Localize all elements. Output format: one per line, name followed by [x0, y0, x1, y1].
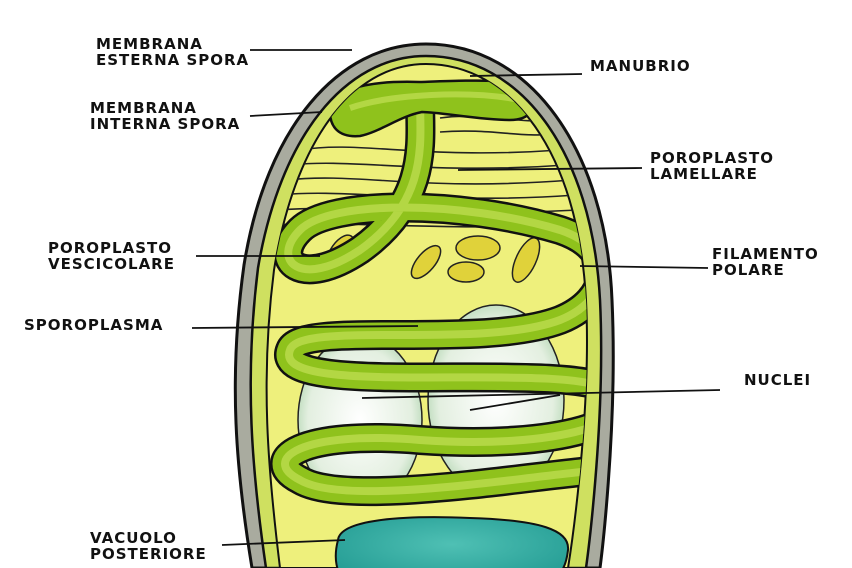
label-membrana-interna: MEMBRANA INTERNA SPORA [90, 99, 241, 133]
label-poroplasto-vescicolare: POROPLASTO VESCICOLARE [48, 239, 175, 273]
label-poroplasto-lamellare: POROPLASTO LAMELLARE [650, 149, 774, 183]
label-vacuolo-posteriore: VACUOLO POSTERIORE [90, 529, 207, 563]
label-sporoplasma: SPOROPLASMA [24, 316, 164, 334]
label-filamento-polare: FILAMENTO POLARE [712, 245, 819, 279]
leader-lines [191, 49, 721, 546]
polar-filament [270, 85, 587, 507]
label-nuclei: NUCLEI [744, 371, 812, 389]
posterior-vacuole [334, 516, 570, 568]
label-membrana-esterna: MEMBRANA ESTERNA SPORA [96, 35, 250, 69]
vesicular-polaroplast [324, 234, 541, 283]
label-manubrio: MANUBRIO [590, 57, 691, 75]
